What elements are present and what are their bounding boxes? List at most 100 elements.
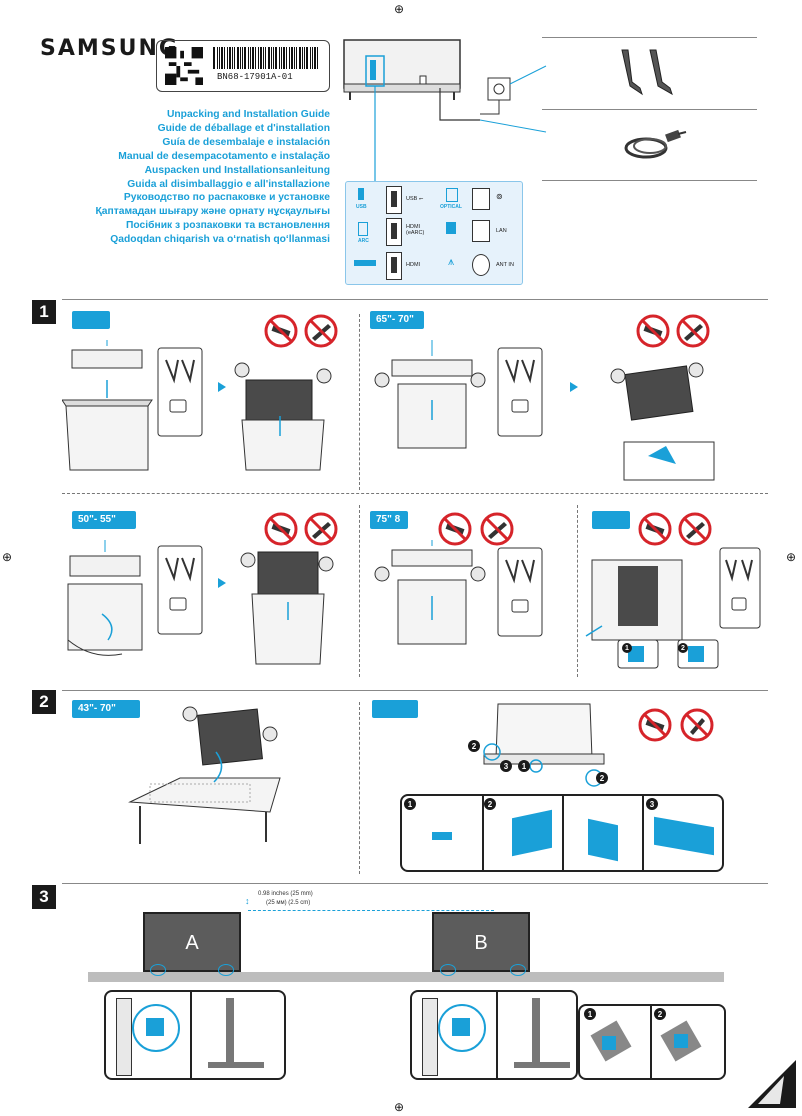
stand-b-detail-panel [410,990,578,1080]
title-line: Қаптамадан шығару және орнату нұсқаулығы [95,206,331,218]
panel-divider [562,796,564,870]
step-badge: 2 [468,740,480,752]
arc-port-label: ARC [358,238,369,244]
foam-piece-icon [432,832,452,840]
title-line: Manual de desempacotamento e instalação [118,150,330,162]
size-tag-s1b-right [592,511,630,529]
unbox-step-illustration [62,340,332,471]
lan-port-icon [472,220,490,242]
optical-port-icon [472,188,490,210]
stand-foot [150,964,166,976]
unbox-large-illustration [374,340,715,481]
step-badge: 3 [646,798,658,810]
stand-foot [440,964,456,976]
tv-option-b-label: B [474,932,488,954]
settings-port-icon: ⊚ [496,192,503,201]
ports-panel: USB USB ⭠ OPTICAL ⊚ ARC HDMI (eARC) LAN … [345,181,523,285]
title-line: Guida al disimballaggio e all'installazi… [127,178,330,190]
usb-port-icon [386,186,402,214]
section-2-divider [359,702,360,874]
foam-piece-icon [654,816,714,856]
panel-divider [650,1006,652,1078]
label-code: BN68-17901A-01 [217,72,293,82]
section-1-divider [359,314,360,490]
hdmi-port-icon [386,252,402,280]
foam-piece-icon [588,818,618,862]
title-line: Unpacking and Installation Guide [166,109,330,120]
size-tag-s1b-mid: 75" 8 [370,511,408,529]
step-badge: 3 [500,760,512,772]
hdmi-earc-port-icon [386,218,402,246]
title-line: Auspacken und Installationsanleitung [144,164,330,176]
tv-rear-illustration [343,39,547,181]
section-2-rule [62,690,768,691]
unbox-xl-illustration [374,540,543,645]
lan-icon [446,222,456,234]
tv-option-a: A [143,912,241,972]
clearance-dimension: 0.98 inches (25 mm) [258,891,313,897]
stand-foot [510,964,526,976]
lan-port-text: LAN [496,228,507,234]
tv-option-b: B [432,912,530,972]
panel-divider [642,796,644,870]
registration-mark-top: ⊕ [394,2,405,16]
stand-insert-icon [674,1034,688,1048]
page-curl-icon [748,1060,796,1108]
section-3-rule [62,883,768,884]
section-1b-divider-left [359,505,360,677]
section-1-row-divider [62,493,768,494]
no-press-screen-icon [480,512,514,546]
barcode-icon [213,47,318,69]
no-lay-flat-icon [438,512,472,546]
stand-base-icon [514,1062,570,1068]
antenna-icon: ⩚ [448,256,455,268]
optical-icon [446,188,458,202]
clearance-arrow-icon: ↕ [245,896,250,906]
step-badge: 2 [654,1008,666,1020]
lay-on-table-illustration [128,706,281,844]
zoom-circle [132,1004,180,1052]
panel-divider [190,992,192,1078]
optical-port-label: OPTICAL [440,204,462,210]
product-label: BN68-17901A-01 [156,40,330,92]
clearance-line [248,910,494,911]
guide-titles: Unpacking and Installation Guide Guide d… [96,108,331,247]
size-tag-s2-right [372,700,418,718]
title-line: Руководство по распаковке и установке [123,192,330,204]
size-tag-s1-left [72,311,110,329]
stand-insert-icon [602,1036,616,1050]
hdmi-earc-port-text: HDMI (eARC) [406,224,425,236]
registration-mark-left: ⊕ [2,550,13,564]
stand-install-steps-panel [578,1004,726,1080]
ant-port-text: ANT IN [496,262,514,268]
usb-port-label: USB [356,204,367,210]
accessory-divider-mid [542,109,757,110]
stand-profile-icon [532,998,540,1062]
step-badge: 1 [518,760,530,772]
section-number-3: 3 [32,885,56,909]
clearance-dimension-metric: (25 мм) (2.5 cm) [266,900,311,906]
registration-mark-bottom: ⊕ [394,1100,405,1114]
no-lay-flat-icon [638,708,672,742]
accessory-divider-top [542,37,757,38]
hdmi-port-text: HDMI [406,262,421,268]
title-line: Guía de desembalaje e instalación [162,136,330,148]
step-badge: 2 [484,798,496,810]
unbox-medium-illustration [67,540,334,665]
no-lay-flat-icon [636,314,670,348]
no-tool-icon [680,708,714,742]
brand-logo: SAMSUNG [40,36,179,61]
accessory-divider-bottom [542,180,757,181]
remove-foam-illustration [483,703,605,787]
section-1-rule [62,299,768,300]
section-number-2: 2 [32,690,56,714]
title-line: Guide de déballage et d'installation [157,122,330,134]
step-badge: 2 [678,643,688,653]
zoom-circle [438,1004,486,1052]
power-cable-icon [624,129,687,159]
no-press-screen-icon [676,314,710,348]
usb-icon [358,188,364,200]
registration-mark-right: ⊕ [786,550,797,564]
hdmi-arc-icon [358,222,368,236]
title-line: Qadoqdan chiqarish va oʻrnatish qoʻllanm… [110,234,330,246]
